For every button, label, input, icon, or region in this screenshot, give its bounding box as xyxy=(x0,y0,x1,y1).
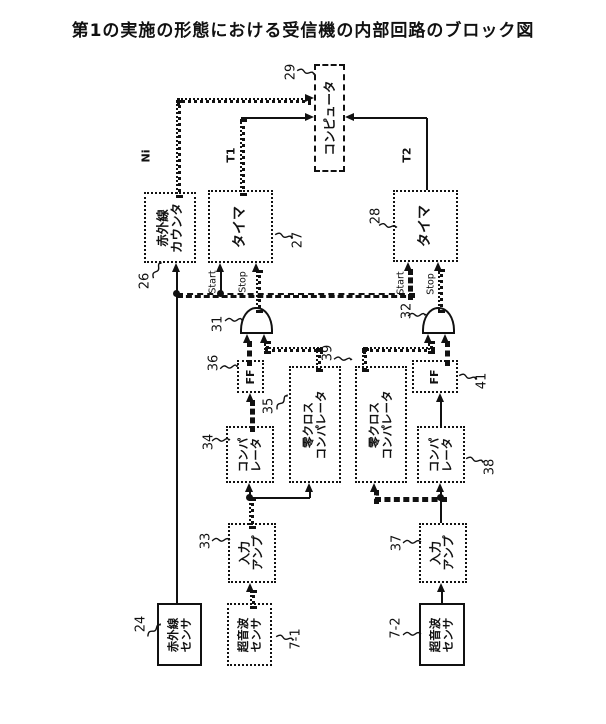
connector-line xyxy=(265,347,323,352)
timer1-label: タイマ xyxy=(233,206,249,248)
arrowhead xyxy=(434,262,442,271)
us-sensor1-label: 超音波センサ xyxy=(237,617,263,652)
signal-t2-label: T2 xyxy=(401,147,414,162)
timer2-stop-label: Stop xyxy=(426,273,437,295)
arrowhead xyxy=(305,113,314,121)
arrowhead xyxy=(404,262,412,271)
connector-line xyxy=(250,590,255,609)
arrowhead xyxy=(260,334,268,343)
junction-dot xyxy=(246,494,253,501)
timer2-label: タイマ xyxy=(418,205,434,247)
connector-line xyxy=(250,497,310,499)
connector-line xyxy=(440,400,442,426)
ref-31: 31 xyxy=(211,316,226,333)
computer-label: コンピュータ xyxy=(323,80,337,155)
arrowhead xyxy=(436,483,444,492)
connector-line xyxy=(256,270,261,313)
connector-line xyxy=(440,498,442,523)
input-amp1-box: 入力アンプ xyxy=(228,523,276,583)
arrowhead xyxy=(245,483,253,492)
timer1-stop-label: Stop xyxy=(238,271,249,293)
connector-line xyxy=(177,98,311,103)
connector-line xyxy=(374,490,379,504)
timer1-start-label: Start xyxy=(208,270,219,293)
arrowhead xyxy=(252,263,260,272)
us-sensor2-label: 超音波センサ xyxy=(429,617,455,652)
arrowhead xyxy=(441,334,449,343)
signal-ni-label: Ni xyxy=(140,150,153,163)
ir-counter-box: 赤外線カウンタ xyxy=(144,192,196,263)
arrowhead xyxy=(436,393,444,402)
ff2-box: FF xyxy=(412,360,458,393)
junction-dot xyxy=(173,290,180,297)
input-amp2-label: 入力アンプ xyxy=(430,535,457,570)
timer2-start-label: Start xyxy=(396,271,407,294)
connector-line xyxy=(426,118,428,190)
signal-t1-label: T1 xyxy=(225,147,238,162)
connector-line xyxy=(438,269,443,313)
connector-line xyxy=(249,498,254,529)
comparator1-label: コンパレータ xyxy=(237,437,263,472)
arrowhead xyxy=(437,583,445,592)
connector-line xyxy=(250,400,255,432)
arrowhead xyxy=(305,94,314,102)
connector-line xyxy=(177,293,415,298)
connector-line xyxy=(445,341,450,366)
zero-cross-comparator1-box: 零クロスコンパレータ xyxy=(289,366,341,483)
timer2-box: タイマ xyxy=(393,190,458,262)
arrowhead xyxy=(243,334,251,343)
ir-sensor-box: 赤外線センサ xyxy=(157,603,202,666)
connector-line xyxy=(176,294,178,603)
junction-dot xyxy=(437,494,444,501)
timer1-box: タイマ xyxy=(208,190,273,263)
arrowhead xyxy=(345,113,354,121)
arrowhead xyxy=(424,334,432,343)
ff1-label: FF xyxy=(244,369,256,384)
figure-title: 第1の実施の形態における受信機の内部回路のブロック図 xyxy=(0,16,606,41)
ir-counter-label: 赤外線カウンタ xyxy=(156,202,184,252)
zero-cross-comparator2-box: 零クロスコンパレータ xyxy=(355,366,407,483)
connector-line xyxy=(362,348,367,372)
comparator1-box: コンパレータ xyxy=(226,426,274,483)
arrowhead xyxy=(172,263,180,272)
computer-box: コンピュータ xyxy=(314,64,345,172)
connector-line xyxy=(363,347,435,352)
us-sensor2-box: 超音波センサ xyxy=(419,603,465,666)
arrowhead xyxy=(305,483,313,492)
zero-cross-comparator2-label: 零クロスコンパレータ xyxy=(368,390,394,459)
ff2-label: FF xyxy=(429,369,441,384)
connector-line xyxy=(354,117,427,119)
input-amp1-label: 入力アンプ xyxy=(239,535,266,570)
arrowhead xyxy=(370,483,378,492)
arrowhead xyxy=(246,583,254,592)
comparator2-box: コンパレータ xyxy=(417,426,465,483)
connector-line xyxy=(240,119,245,196)
input-amp2-box: 入力アンプ xyxy=(419,523,467,583)
ir-sensor-label: 赤外線センサ xyxy=(167,617,193,652)
zero-cross-comparator1-label: 零クロスコンパレータ xyxy=(302,390,328,459)
connector-line xyxy=(408,269,413,300)
leader-line xyxy=(223,311,244,328)
connector-line xyxy=(176,100,181,198)
us-sensor1-box: 超音波センサ xyxy=(227,603,272,666)
comparator2-label: コンパレータ xyxy=(428,437,454,472)
arrowhead xyxy=(246,393,254,402)
connector-line xyxy=(247,341,252,366)
leader-line xyxy=(406,306,427,323)
connector-line xyxy=(241,117,305,119)
